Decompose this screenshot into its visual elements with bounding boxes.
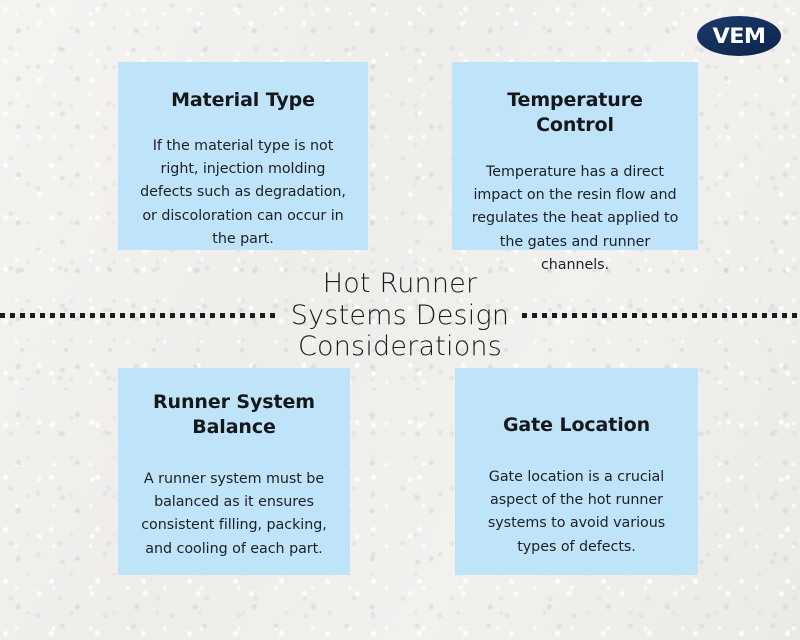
card-runner-system-balance-body: A runner system must be balanced as it e… — [141, 471, 327, 557]
card-temperature-control-heading: Temperature Control — [507, 89, 643, 137]
page-title-line-1: Hot Runner — [322, 268, 478, 299]
page-title-line-3: Considerations — [297, 331, 503, 363]
card-temperature-control: Temperature Control Temperature has a di… — [452, 62, 698, 273]
dashed-divider-left — [0, 313, 275, 318]
card-runner-system-balance: Runner System Balance A runner system mu… — [118, 368, 350, 575]
vem-logo: VEM — [697, 16, 781, 56]
page-title-line-2: Systems Design — [290, 299, 510, 331]
dashed-divider-right — [522, 313, 800, 318]
card-gate-location: Gate Location Gate location is a crucial… — [455, 368, 698, 575]
page-title: Hot Runner Systems Design Considerations — [240, 268, 560, 363]
card-temperature-control-body: Temperature has a direct impact on the r… — [471, 164, 679, 273]
card-material-type-heading: Material Type — [171, 89, 315, 111]
card-gate-location-heading: Gate Location — [502, 414, 651, 436]
vem-logo-text: VEM — [712, 23, 767, 48]
card-gate-location-body: Gate location is a crucial aspect of the… — [487, 469, 666, 555]
card-material-type-body: If the material type is not right, injec… — [140, 138, 346, 247]
card-material-type: Material Type If the material type is no… — [118, 62, 368, 250]
card-runner-system-balance-heading: Runner System Balance — [153, 391, 315, 439]
